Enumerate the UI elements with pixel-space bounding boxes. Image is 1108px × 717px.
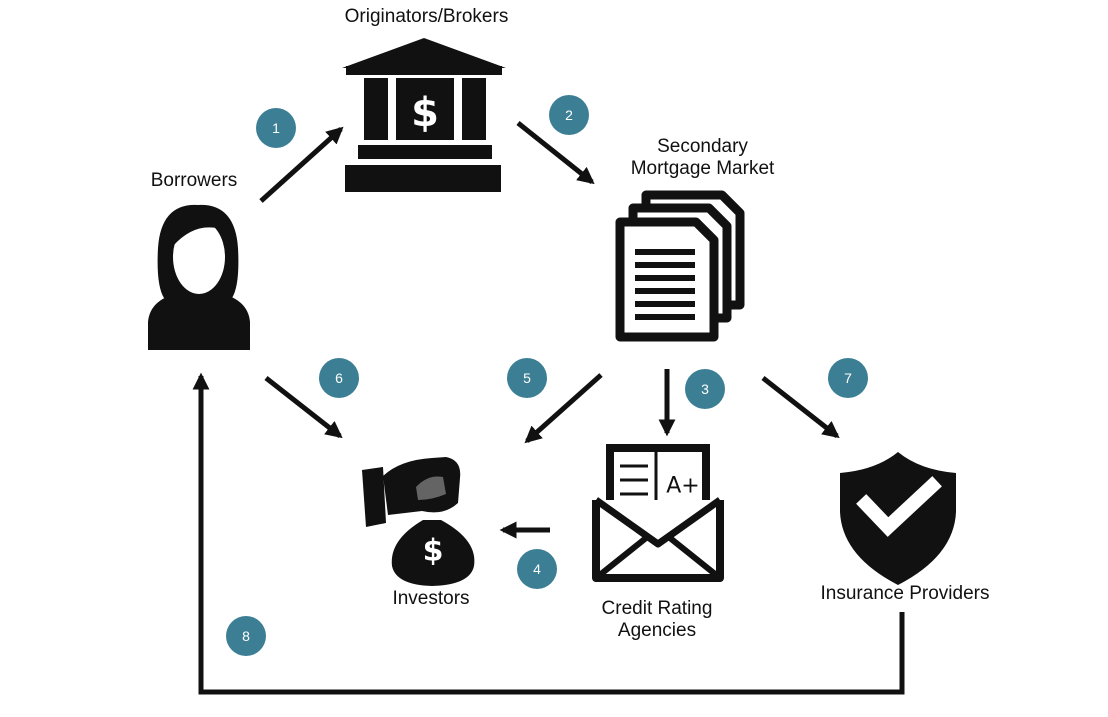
step-badge-1: 1 bbox=[256, 108, 296, 148]
grade-a-plus-text: A+ bbox=[666, 474, 699, 499]
documents-icon bbox=[615, 190, 745, 342]
step-badge-2: 2 bbox=[549, 95, 589, 135]
secondary-market-label: Secondary Mortgage Market bbox=[600, 136, 805, 180]
step-badge-7-text: 7 bbox=[844, 370, 852, 386]
arrow-secondary-to-insurance bbox=[761, 376, 840, 439]
bank-icon: $ bbox=[342, 38, 506, 192]
rating-envelope-icon: A+ bbox=[592, 444, 724, 582]
step-badge-6: 6 bbox=[319, 358, 359, 398]
person-icon bbox=[148, 204, 250, 350]
arrow-borrowers-to-investors bbox=[264, 376, 343, 439]
money-bag-icon: $ bbox=[362, 457, 475, 586]
step-badge-8-text: 8 bbox=[242, 628, 250, 644]
insurance-providers-label: Insurance Providers bbox=[820, 583, 990, 604]
bag-dollar-sign: $ bbox=[423, 534, 444, 569]
arrow-secondary-to-investors bbox=[524, 373, 603, 444]
step-badge-4: 4 bbox=[517, 549, 557, 589]
step-badge-6-text: 6 bbox=[335, 370, 343, 386]
investors-label: Investors bbox=[392, 588, 470, 609]
step-badge-1-text: 1 bbox=[272, 120, 280, 136]
step-badge-4-text: 4 bbox=[533, 561, 541, 577]
secondary-market-label-line2: Mortgage Market bbox=[630, 158, 775, 179]
originators-label: Originators/Brokers bbox=[344, 6, 509, 27]
secondary-market-label-line1: Secondary bbox=[657, 136, 748, 157]
step-badge-5-text: 5 bbox=[523, 370, 531, 386]
credit-rating-label-line1: Credit Rating bbox=[601, 598, 713, 619]
step-badge-5: 5 bbox=[507, 358, 547, 398]
arrow-insurance-to-borrowers bbox=[192, 372, 905, 695]
credit-rating-label-line2: Agencies bbox=[617, 620, 697, 641]
borrowers-label: Borrowers bbox=[150, 170, 238, 191]
step-badge-2-text: 2 bbox=[565, 107, 573, 123]
bank-dollar-sign: $ bbox=[411, 90, 439, 136]
step-badge-3: 3 bbox=[685, 369, 725, 409]
shield-check-icon bbox=[840, 452, 956, 585]
credit-rating-label: Credit Rating Agencies bbox=[582, 598, 732, 642]
arrow-borrowers-to-originators bbox=[259, 126, 344, 203]
step-badge-7: 7 bbox=[828, 358, 868, 398]
arrow-originators-to-secondary bbox=[516, 121, 595, 185]
step-badge-3-text: 3 bbox=[701, 381, 709, 397]
step-badge-8: 8 bbox=[226, 616, 266, 656]
